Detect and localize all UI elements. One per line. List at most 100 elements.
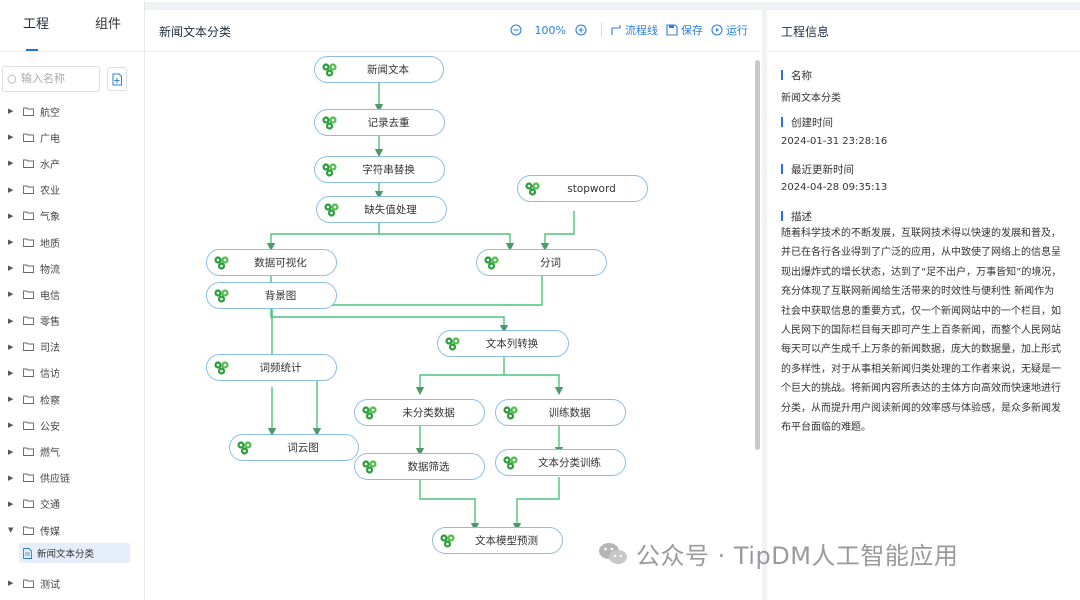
tree-node[interactable]: ▶ 司法	[0, 334, 145, 360]
tree-node-label: 物流	[40, 264, 60, 276]
caret-right-icon[interactable]: ▶	[8, 238, 14, 247]
tab-component[interactable]: 组件	[94, 17, 121, 32]
tree-node[interactable]: ▼ 传媒	[0, 517, 145, 543]
caret-right-icon[interactable]: ▶	[8, 290, 14, 299]
caret-right-icon[interactable]: ▶	[8, 579, 14, 588]
caret-right-icon[interactable]: ▶	[8, 342, 14, 351]
workflow-node-n16[interactable]: 文本模型预测	[432, 527, 563, 554]
flowline-button[interactable]: 流程线	[610, 22, 658, 38]
tree-node-label: 司法	[40, 343, 60, 355]
run-button[interactable]: 运行	[711, 22, 748, 38]
tree-node-label: 传媒	[40, 526, 60, 538]
workflow-node-n11[interactable]: 未分类数据	[354, 399, 485, 426]
created-value: 2024-01-31 23:28:16	[781, 136, 888, 147]
sidebar-tabs: 工程 组件	[0, 0, 144, 52]
component-icon	[484, 256, 499, 270]
caret-right-icon[interactable]: ▶	[8, 133, 14, 142]
tree-node[interactable]: ▶ 零售	[0, 308, 145, 334]
workflow-node-label: 文本分类训练	[538, 457, 601, 469]
workflow-node-n2[interactable]: 记录去重	[314, 109, 445, 136]
created-label: 创建时间	[781, 115, 833, 130]
tree-node[interactable]: ▶信访	[0, 360, 145, 386]
tree-node-label: 水产	[40, 159, 60, 171]
caret-right-icon[interactable]: ▶	[8, 473, 14, 482]
component-icon	[237, 441, 252, 455]
workflow-node-n8[interactable]: 分词	[476, 249, 607, 276]
component-icon	[503, 406, 518, 420]
folder-icon	[23, 290, 34, 299]
tree-node[interactable]: ▶航空	[0, 98, 145, 124]
zoom-in-button[interactable]	[575, 23, 591, 37]
workflow-node-n10[interactable]: 词频统计	[206, 354, 337, 381]
tree-node-label: 农业	[40, 186, 60, 198]
caret-right-icon[interactable]: ▶	[8, 499, 14, 508]
workflow-node-n6[interactable]: 数据可视化	[206, 249, 337, 276]
caret-right-icon[interactable]: ▶	[8, 107, 14, 116]
workflow-node-label: 文本模型预测	[475, 535, 538, 547]
caret-right-icon[interactable]: ▶	[8, 395, 14, 404]
search-input[interactable]: ○ 输入名称	[2, 66, 100, 92]
canvas-scrollbar[interactable]	[755, 60, 760, 450]
component-icon	[362, 406, 377, 420]
tree-node[interactable]: ▶广电	[0, 124, 145, 150]
workflow-canvas[interactable]: 新闻文本记录去重字符串替换缺失值处理 stopword 数据可视化背景图 分词文本列转…	[145, 52, 762, 600]
tree-node[interactable]: ▶电信	[0, 281, 145, 307]
workflow-node-n14[interactable]: 数据筛选	[354, 453, 485, 480]
tree-node[interactable]: ▶地质	[0, 229, 145, 255]
add-project-button[interactable]	[107, 67, 127, 91]
tree-node[interactable]: ▶ 物流	[0, 255, 145, 281]
tree-node-label: 零售	[40, 317, 60, 329]
search-icon: ○	[7, 72, 17, 85]
workflow-node-label: 缺失值处理	[364, 204, 417, 216]
tree-leaf-selected[interactable]: 新闻文本分类	[19, 543, 130, 564]
workflow-node-n12[interactable]: 训练数据	[495, 399, 626, 426]
search-row: ○ 输入名称	[0, 66, 145, 94]
tree-node[interactable]: ▶交通	[0, 491, 145, 517]
tree-node[interactable]: ▶燃气	[0, 438, 145, 464]
tree-node[interactable]: ▶ 气象	[0, 203, 145, 229]
caret-right-icon[interactable]: ▶	[8, 159, 14, 168]
folder-icon	[23, 238, 34, 247]
caret-right-icon[interactable]: ▶	[8, 447, 14, 456]
tree-node[interactable]: ▶供应链	[0, 465, 145, 491]
workflow-node-n7[interactable]: 背景图	[206, 282, 337, 309]
caret-right-icon[interactable]: ▶	[8, 185, 14, 194]
workflow-node-label: stopword	[567, 182, 616, 195]
tree-node[interactable]: ▶检察	[0, 386, 145, 412]
workflow-node-n1[interactable]: 新闻文本	[314, 56, 444, 83]
tree-node-label: 气象	[40, 212, 60, 224]
caret-down-icon[interactable]: ▼	[8, 526, 14, 535]
component-icon	[503, 456, 518, 470]
tree-node[interactable]: ▶测试	[0, 570, 145, 596]
folder-icon	[23, 499, 34, 509]
component-icon	[214, 361, 229, 375]
tree-node[interactable]: ▶ 水产	[0, 150, 145, 176]
toolbar-divider	[601, 23, 602, 37]
name-value: 新闻文本分类	[781, 93, 841, 104]
caret-right-icon[interactable]: ▶	[8, 211, 14, 220]
tab-project[interactable]: 工程	[0, 0, 72, 51]
zoom-out-button[interactable]	[509, 23, 526, 37]
canvas-title: 新闻文本分类	[159, 25, 232, 39]
caret-right-icon[interactable]: ▶	[8, 264, 14, 273]
workflow-node-n5[interactable]: stopword	[517, 175, 648, 202]
workflow-node-label: 新闻文本	[367, 64, 409, 76]
caret-right-icon[interactable]: ▶	[8, 421, 14, 430]
workflow-node-n15[interactable]: 文本分类训练	[495, 449, 626, 476]
folder-icon	[23, 159, 34, 168]
workflow-node-n9[interactable]: 文本列转换	[437, 330, 569, 357]
component-icon	[214, 289, 229, 303]
component-icon	[362, 460, 377, 474]
caret-right-icon[interactable]: ▶	[8, 316, 14, 325]
folder-icon	[23, 211, 34, 221]
project-sidebar: 工程 组件 ○ 输入名称 ▶航空▶广电▶水产▶农业▶气象▶地质▶物流▶电信▶零售…	[0, 0, 145, 600]
tree-node[interactable]: ▶ 农业	[0, 177, 145, 203]
caret-right-icon[interactable]: ▶	[8, 368, 14, 377]
save-button[interactable]: 保存	[666, 22, 703, 38]
component-icon	[322, 63, 337, 77]
tree-node[interactable]: ▶公安	[0, 412, 145, 438]
folder-icon	[23, 133, 34, 142]
workflow-node-n13[interactable]: 词云图	[229, 434, 359, 461]
workflow-node-n4[interactable]: 缺失值处理	[316, 196, 447, 223]
workflow-node-n3[interactable]: 字符串替换	[314, 156, 445, 183]
